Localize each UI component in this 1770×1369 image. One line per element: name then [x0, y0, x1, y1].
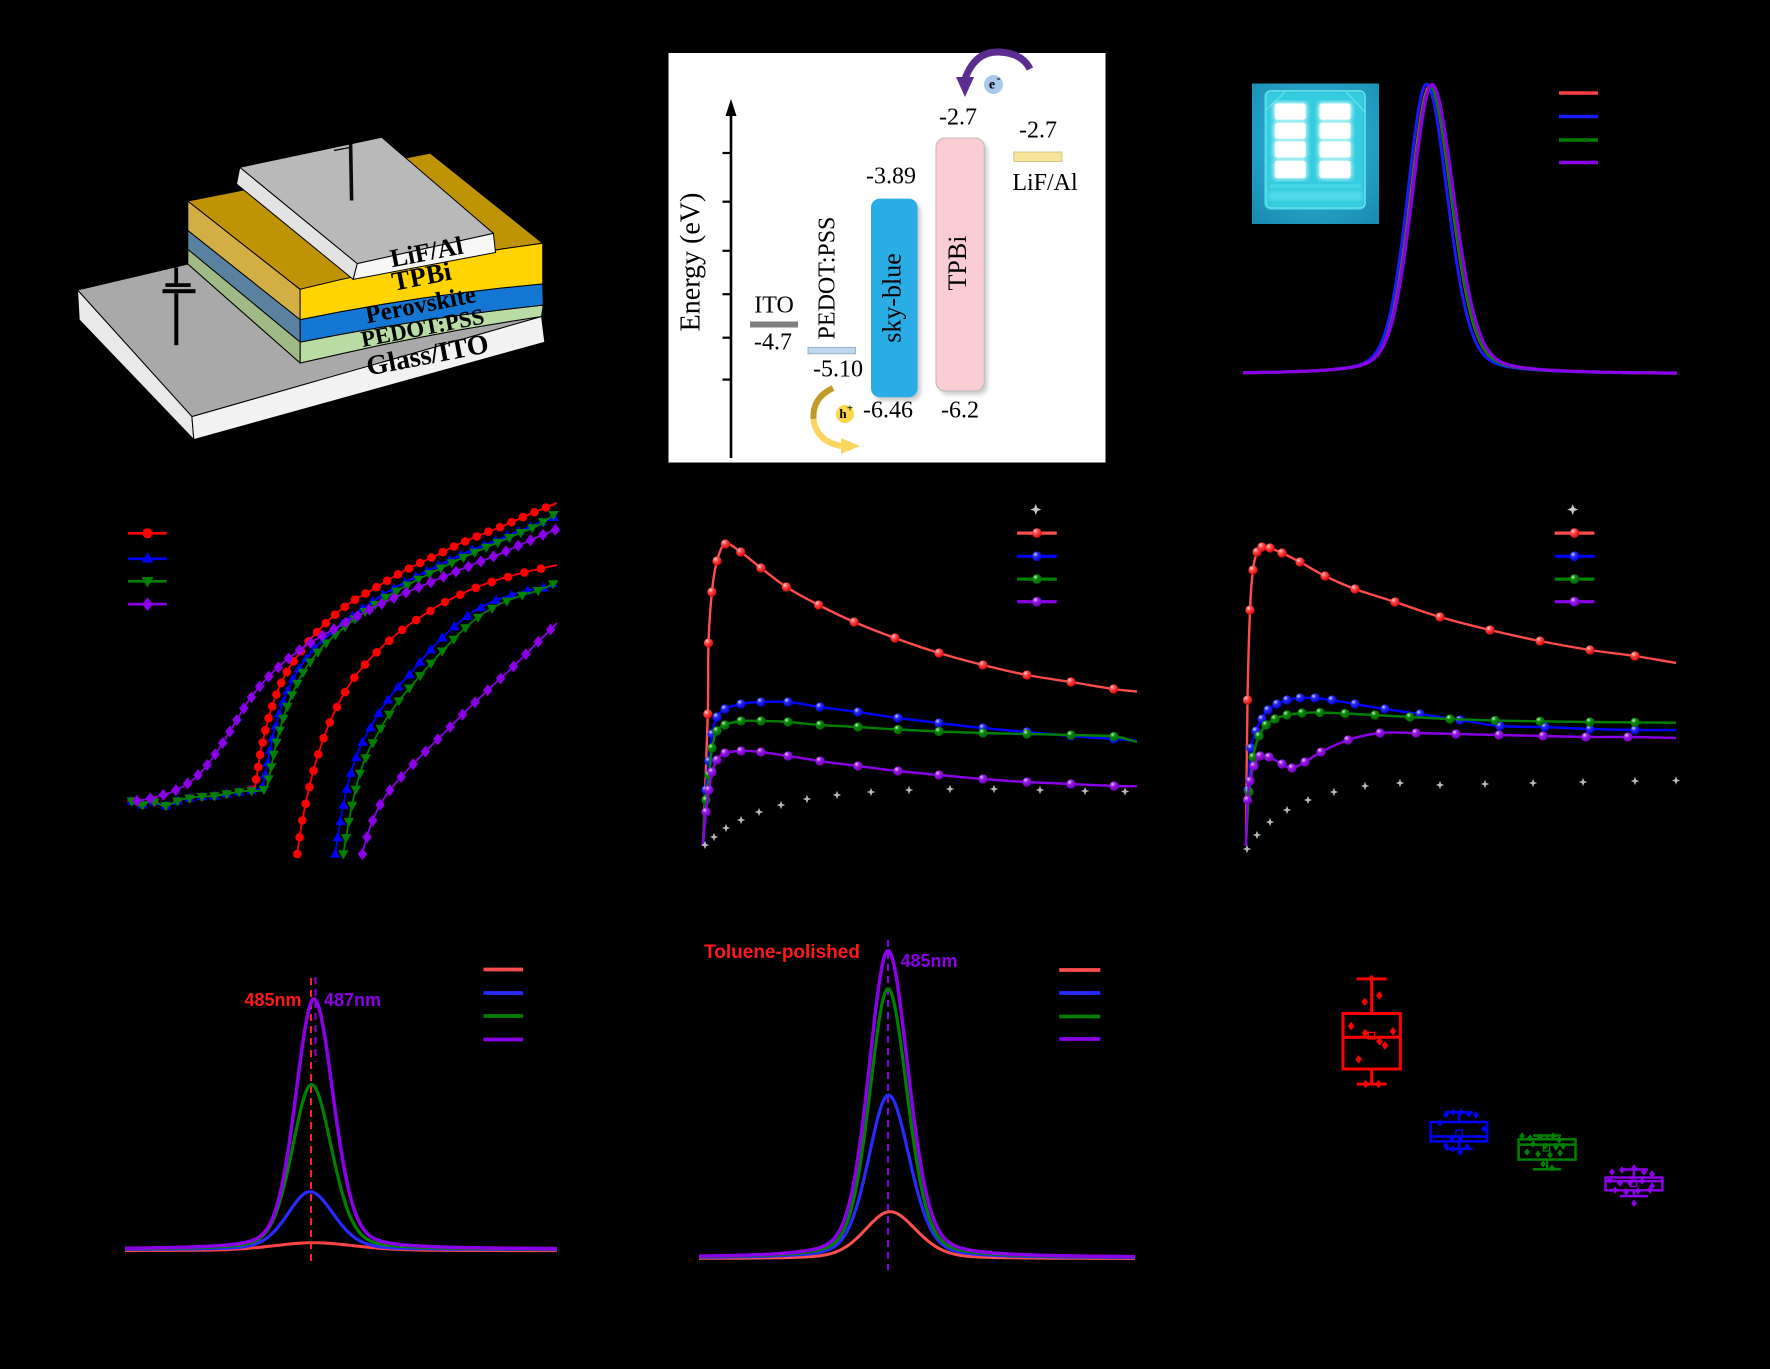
svg-text:-4.7: -4.7: [754, 330, 792, 356]
svg-text:-6.2: -6.2: [941, 398, 979, 424]
svg-text:TPBi: TPBi: [943, 236, 972, 291]
svg-text:Energy (eV): Energy (eV): [675, 193, 706, 332]
svg-text:-2.7: -2.7: [1019, 118, 1057, 144]
svg-text:-: -: [997, 71, 1001, 85]
svg-text:-3.89: -3.89: [866, 164, 916, 190]
svg-text:sky-blue: sky-blue: [877, 253, 906, 343]
svg-text:485nm: 485nm: [900, 951, 957, 971]
svg-text:PEDOT:PSS: PEDOT:PSS: [815, 217, 841, 340]
svg-text:e: e: [989, 78, 995, 93]
svg-text:+: +: [847, 403, 853, 415]
svg-text:487nm: 487nm: [324, 990, 381, 1010]
svg-text:LiF/Al: LiF/Al: [1012, 170, 1078, 196]
svg-text:-2.7: -2.7: [939, 105, 977, 131]
svg-text:ITO: ITO: [754, 293, 794, 319]
svg-text:Toluene-polished: Toluene-polished: [704, 942, 860, 963]
svg-text:-6.46: -6.46: [863, 398, 913, 424]
svg-text:h: h: [839, 406, 847, 421]
svg-text:-5.10: -5.10: [813, 357, 863, 383]
svg-text:485nm: 485nm: [244, 990, 301, 1010]
